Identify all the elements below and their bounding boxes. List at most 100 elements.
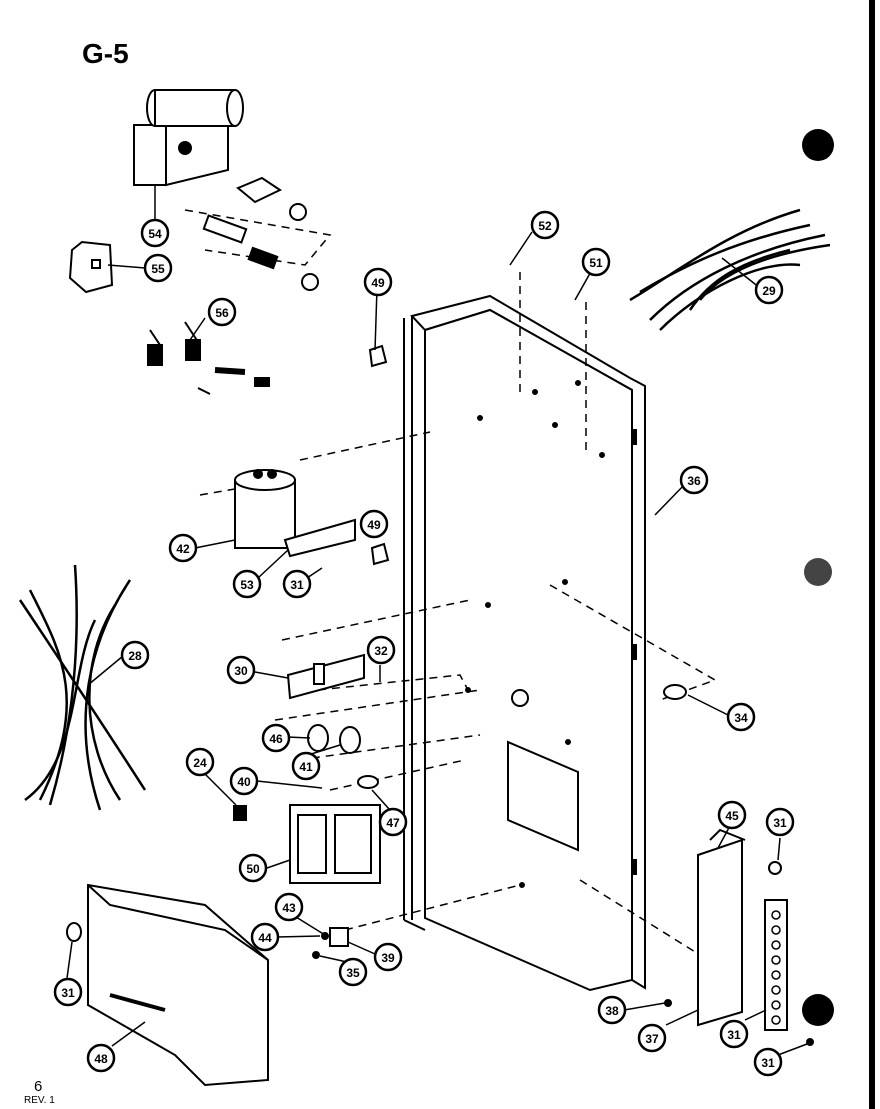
side-channel [664, 828, 814, 1046]
callout-label: 31 [773, 816, 787, 830]
cover-panel [66, 883, 269, 1087]
callout-circle [238, 853, 268, 883]
callout-label: 47 [386, 816, 400, 830]
part-callout: 42 [168, 533, 198, 563]
callout-label: 31 [61, 986, 75, 1000]
callout-circle [120, 640, 150, 670]
part-callout: 31 [282, 569, 312, 599]
callout-label: 54 [148, 227, 162, 241]
callout-circle [282, 569, 312, 599]
fastener-clip [663, 684, 687, 700]
part-callout: 35 [338, 957, 368, 987]
callout-label: 34 [734, 711, 748, 725]
part-callout: 41 [291, 751, 321, 781]
callout-label: 53 [240, 578, 254, 592]
callout-label: 45 [725, 809, 739, 823]
registration-dot [802, 994, 834, 1026]
part-callout: 47 [378, 807, 408, 837]
page-number: 6 [34, 1078, 43, 1095]
callout-circle [363, 267, 393, 297]
part-callout: 56 [207, 297, 237, 327]
callout-label: 41 [299, 760, 313, 774]
part-callout: 44 [250, 922, 280, 952]
callout-label: 39 [381, 951, 395, 965]
callout-label: 30 [234, 664, 248, 678]
leader-lines [66, 185, 808, 1056]
part-callout: 55 [143, 253, 173, 283]
mounting-clips [368, 344, 390, 566]
callout-label: 46 [269, 732, 283, 746]
part-callout: 30 [226, 655, 256, 685]
callout-circle [719, 1019, 749, 1049]
part-callout: 43 [274, 892, 304, 922]
part-callout: 50 [238, 853, 268, 883]
callout-label: 42 [176, 542, 190, 556]
callout-circle [53, 977, 83, 1007]
contactor [289, 804, 381, 884]
part-callout: 28 [120, 640, 150, 670]
callout-label: 56 [215, 306, 229, 320]
run-capacitor [234, 469, 356, 558]
callout-circle [366, 635, 396, 665]
terminal-bracket [286, 653, 365, 700]
callout-label: 31 [290, 578, 304, 592]
callout-label: 51 [589, 256, 603, 270]
callout-circle [717, 800, 747, 830]
wiring-harness-upper [629, 208, 831, 331]
callout-label: 37 [645, 1032, 659, 1046]
part-callout: 34 [726, 702, 756, 732]
callout-circle [597, 995, 627, 1025]
callout-circle [140, 218, 170, 248]
part-callout: 29 [754, 275, 784, 305]
callout-label: 43 [282, 901, 296, 915]
callout-label: 31 [727, 1028, 741, 1042]
callout-label: 49 [367, 518, 381, 532]
callout-circle [261, 723, 291, 753]
callout-label: 50 [246, 862, 260, 876]
callout-label: 36 [687, 474, 701, 488]
part-callout: 40 [229, 766, 259, 796]
callout-circle [232, 569, 262, 599]
callout-label: 55 [151, 262, 165, 276]
part-callout: 39 [373, 942, 403, 972]
callout-circle [86, 1043, 116, 1073]
callout-circle [754, 275, 784, 305]
callout-circle [207, 297, 237, 327]
callout-label: 40 [237, 775, 251, 789]
part-callout: 38 [597, 995, 627, 1025]
callout-circle [143, 253, 173, 283]
callout-label: 44 [258, 931, 272, 945]
callout-circle [581, 247, 611, 277]
callout-label: 35 [346, 966, 360, 980]
part-callout: 53 [232, 569, 262, 599]
callout-label: 48 [94, 1052, 108, 1066]
callout-circle [168, 533, 198, 563]
callout-label: 24 [193, 756, 207, 770]
part-callout: 54 [140, 218, 170, 248]
part-callout: 51 [581, 247, 611, 277]
callout-circle [726, 702, 756, 732]
part-callout: 36 [679, 465, 709, 495]
small-clips [233, 775, 379, 821]
callout-circle [226, 655, 256, 685]
callout-circle [291, 751, 321, 781]
callout-circle [373, 942, 403, 972]
callout-circle [274, 892, 304, 922]
callout-circle [530, 210, 560, 240]
revision-note: REV. 1 [24, 1095, 55, 1106]
callout-circle [229, 766, 259, 796]
ground-lug [312, 927, 349, 959]
callout-circle [378, 807, 408, 837]
main-panel [403, 294, 646, 992]
registration-dot [804, 558, 832, 586]
part-callout: 37 [637, 1023, 667, 1053]
part-callout: 24 [185, 747, 215, 777]
callout-circle [765, 807, 795, 837]
part-callout: 31 [53, 977, 83, 1007]
terminal-clips [147, 321, 270, 395]
registration-dot [802, 129, 834, 161]
callout-circle [338, 957, 368, 987]
callout-label: 29 [762, 284, 776, 298]
callout-label: 32 [374, 644, 388, 658]
part-callout: 31 [765, 807, 795, 837]
